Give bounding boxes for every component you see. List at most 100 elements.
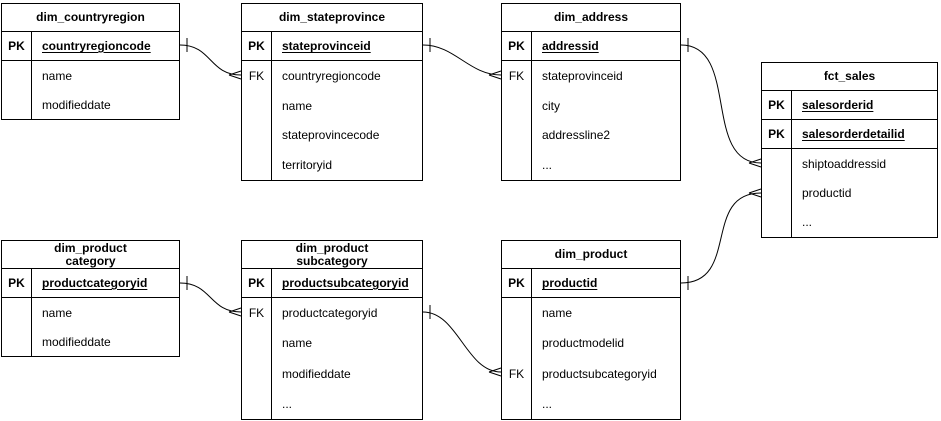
entity-row: PK addressid [502,32,680,61]
entity-row: modifieddate [2,90,179,119]
field-name: ... [542,396,553,411]
entity-row: city [502,90,680,121]
entity-dim-productcategory: dim_product category PK productcategoryi… [1,240,180,357]
fk-label: FK [242,61,272,91]
key-label [502,388,532,419]
entity-row: name [242,90,422,121]
field-name: name [282,98,313,113]
key-label [762,178,792,208]
entity-row: ... [502,150,680,180]
entity-dim-countryregion: dim_countryregion PK countryregioncode n… [1,3,180,120]
key-label [242,90,272,121]
key-label [242,388,272,419]
field-name: territoryid [282,158,333,173]
pk-label: PK [762,91,792,119]
relationship-countryregion-stateprovince [179,38,242,80]
relationship-address-fctsales [680,38,762,168]
entity-row: name [2,298,179,327]
field-name: ... [802,215,813,230]
entity-row: FK productcategoryid [242,298,422,329]
entity-row: FK productsubcategoryid [502,358,680,389]
entity-title: dim_product [502,241,680,269]
key-label [2,61,32,90]
entity-title: fct_sales [762,63,937,91]
field-name: city [542,98,560,113]
key-label [2,90,32,119]
field-name: ... [542,158,553,173]
entity-row: modifieddate [2,327,179,356]
entity-row: addressline2 [502,120,680,151]
relationship-line [179,44,242,76]
field-name: name [282,336,313,351]
field-name: modifieddate [282,366,351,381]
field-name: shiptoaddressid [802,156,887,171]
key-label [762,149,792,179]
relationship-line [422,311,502,373]
entity-row: FK countryregioncode [242,61,422,91]
entity-body: FK countryregioncode name stateprovincec… [242,61,422,180]
field-name: modifieddate [42,334,111,349]
key-label [242,150,272,180]
pk-label: PK [502,269,532,297]
field-name: productid [802,185,852,200]
entity-dim-productsubcategory: dim_product subcategory PK productsubcat… [241,240,423,420]
entity-row: PK productid [502,269,680,298]
key-label [502,328,532,359]
entity-dim-stateprovince: dim_stateprovince PK stateprovinceid FK … [241,3,423,181]
field-name: salesorderdetailid [802,127,905,141]
entity-body: shiptoaddressid productid ... [762,149,937,237]
key-label [502,120,532,151]
relationship-line [680,192,762,284]
entity-row: territoryid [242,150,422,180]
entity-row: modifieddate [242,358,422,389]
entity-dim-address: dim_address PK addressid FK stateprovinc… [501,3,681,181]
entity-fct-sales: fct_sales PK salesorderid PK salesorderd… [761,62,938,238]
field-name: productcategoryid [42,276,148,290]
field-name: addressid [542,39,599,53]
field-name: name [42,68,73,83]
relationship-productsubcategory-product [422,305,502,377]
pk-label: PK [502,32,532,60]
relationship-productcategory-productsubcategory [179,276,242,317]
field-name: countryregioncode [282,68,381,83]
crow-foot-marker [228,307,242,317]
entity-row: PK countryregioncode [2,32,179,61]
key-label [2,327,32,356]
key-label [762,207,792,237]
key-label [502,298,532,329]
field-name: countryregioncode [42,39,151,53]
field-name: stateprovincecode [282,128,380,143]
entity-dim-product: dim_product PK productid name productmod… [501,240,681,420]
relationship-line [422,44,502,76]
fk-label: FK [502,61,532,91]
entity-row: FK stateprovinceid [502,61,680,91]
entity-row: shiptoaddressid [762,149,937,179]
entity-title: dim_product subcategory [242,241,422,269]
field-name: stateprovinceid [282,39,371,53]
pk-label: PK [242,269,272,297]
entity-title: dim_product category [2,241,179,269]
crow-foot-marker [228,70,242,80]
entity-row: PK salesorderid [762,91,937,120]
relationship-line [179,282,242,313]
key-label [242,120,272,151]
fk-label: FK [502,358,532,389]
entity-row: ... [502,388,680,419]
field-name: addressline2 [542,128,611,143]
key-label [242,358,272,389]
entity-row: ... [762,207,937,237]
field-name: modifieddate [42,97,111,112]
entity-title: dim_stateprovince [242,4,422,32]
fk-label: FK [242,298,272,329]
entity-row: PK salesorderdetailid [762,120,937,149]
field-name: ... [282,396,293,411]
field-name: productmodelid [542,336,625,351]
entity-body: name modifieddate [2,298,179,356]
field-name: productid [542,276,598,290]
pk-label: PK [2,32,32,60]
field-name: productsubcategoryid [542,366,657,381]
entity-row: PK stateprovinceid [242,32,422,61]
pk-label: PK [2,269,32,297]
